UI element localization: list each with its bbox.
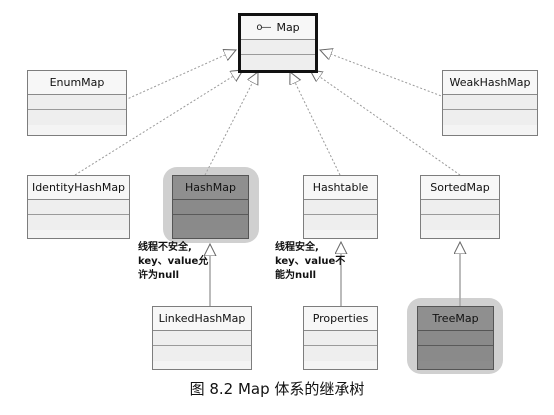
hashtable-box: Hashtable — [303, 175, 378, 239]
enummap-attributes — [28, 95, 126, 110]
hashmap-note-line-3: 许为null — [138, 270, 180, 281]
sortedmap-box: SortedMap — [420, 175, 500, 239]
identityhashmap-operations — [28, 215, 129, 230]
weakhashmap-label: WeakHashMap — [449, 76, 531, 89]
identityhashmap-box: IdentityHashMap — [27, 175, 130, 239]
weakhashmap-operations — [443, 110, 537, 125]
hashtable-note: 线程安全, key、value不 能为null — [275, 241, 345, 283]
figure-caption: 图 8.2 Map 体系的继承树 — [189, 380, 365, 398]
hashtable-note-line-1: 线程安全, — [275, 242, 319, 253]
treemap-label: TreeMap — [432, 312, 479, 325]
edge-hashtable-map — [290, 72, 341, 176]
sortedmap-operations — [421, 215, 499, 230]
treemap-attributes — [418, 331, 493, 346]
sortedmap-attributes — [421, 200, 499, 215]
hashmap-box: HashMap — [172, 175, 249, 239]
hashmap-note: 线程不安全, key、value允 许为null — [138, 241, 208, 283]
edge-sortedmap-map — [310, 70, 461, 176]
treemap-operations — [418, 346, 493, 361]
edge-enummap-map — [124, 50, 236, 101]
hashtable-operations — [304, 215, 377, 230]
map-box: o— Map — [238, 13, 318, 73]
edge-hashmap-map — [204, 72, 258, 176]
properties-label: Properties — [312, 312, 369, 325]
treemap-box: TreeMap — [417, 306, 494, 370]
properties-operations — [304, 346, 377, 361]
interface-icon: o— — [256, 22, 271, 33]
hashtable-label: Hashtable — [312, 181, 369, 194]
properties-attributes — [304, 331, 377, 346]
sortedmap-label: SortedMap — [430, 181, 490, 194]
hashtable-attributes — [304, 200, 377, 215]
enummap-box: EnumMap — [27, 70, 127, 136]
enummap-operations — [28, 110, 126, 125]
identityhashmap-label: IdentityHashMap — [31, 181, 126, 194]
map-header: o— Map — [241, 16, 315, 40]
hashtable-note-line-2: key、value不 — [275, 256, 346, 267]
edge-identityhashmap-map — [74, 70, 243, 176]
hashmap-note-line-2: key、value允 — [138, 256, 209, 267]
linkedhashmap-operations — [153, 346, 251, 361]
map-operations — [241, 55, 315, 70]
linkedhashmap-box: LinkedHashMap — [152, 306, 252, 370]
map-label: Map — [276, 21, 300, 34]
hashmap-note-line-1: 线程不安全, — [138, 242, 192, 253]
properties-box: Properties — [303, 306, 378, 370]
hashmap-label: HashMap — [185, 181, 236, 194]
linkedhashmap-attributes — [153, 331, 251, 346]
hashmap-operations — [173, 215, 248, 230]
hashmap-attributes — [173, 200, 248, 215]
linkedhashmap-label: LinkedHashMap — [158, 312, 246, 325]
edge-weakhashmap-map — [320, 50, 453, 101]
hashtable-note-line-3: 能为null — [275, 270, 317, 281]
identityhashmap-attributes — [28, 200, 129, 215]
weakhashmap-box: WeakHashMap — [442, 70, 538, 136]
map-attributes — [241, 40, 315, 55]
weakhashmap-attributes — [443, 95, 537, 110]
enummap-label: EnumMap — [49, 76, 105, 89]
